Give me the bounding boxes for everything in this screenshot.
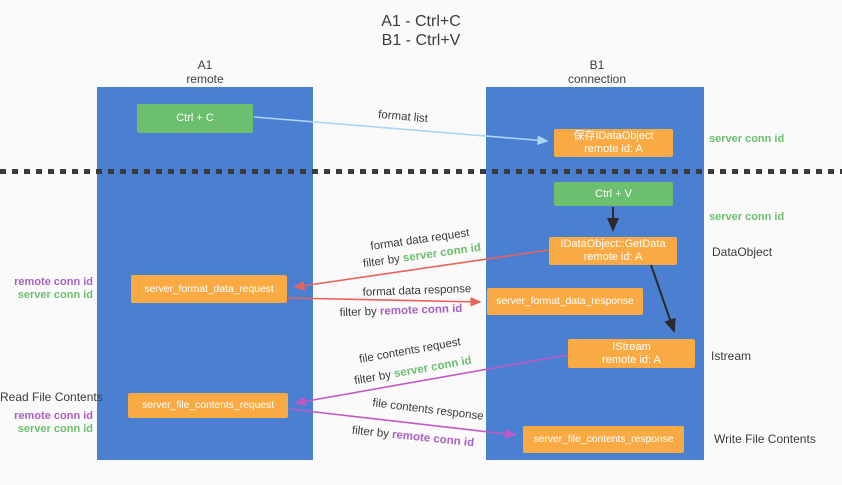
- label-format-list: format list: [378, 109, 429, 125]
- label-filter-remote-conn-1: filter by remote conn id: [339, 303, 462, 319]
- node-save-idataobject-line2: remote id: A: [584, 143, 643, 155]
- filter-key-server-2: server conn id: [393, 354, 473, 381]
- lane-b1-role: connection: [567, 72, 627, 86]
- left-bottom-server-conn-id: server conn id: [17, 423, 93, 435]
- node-server-format-data-request-label: server_format_data_request: [144, 282, 274, 295]
- lane-a1-name: A1: [197, 58, 213, 72]
- node-ctrl-v: Ctrl + V: [554, 182, 673, 206]
- node-server-file-contents-response: server_file_contents_response: [523, 426, 684, 453]
- node-idataobject-getdata-line2: remote id: A: [583, 251, 643, 263]
- node-ctrl-c-label: Ctrl + C: [176, 112, 214, 124]
- lane-a1-role: remote: [186, 72, 224, 86]
- arrow-format-data-response: [287, 297, 482, 307]
- node-idataobject-getdata-line1: IDataObject::GetData: [560, 238, 666, 250]
- write-file-contents-label: Write File Contents: [714, 432, 816, 446]
- filter-prefix-4: filter by: [351, 424, 393, 441]
- left-mid-server-conn-id: server conn id: [17, 289, 93, 301]
- filter-key-remote-1: remote conn id: [379, 302, 463, 318]
- istream-label: Istream: [711, 349, 752, 363]
- filter-key-remote-2: remote conn id: [391, 428, 475, 450]
- title-line-1: A1 - Ctrl+C: [381, 13, 461, 30]
- left-mid-remote-conn-id: remote conn id: [14, 276, 93, 288]
- lane-b1-name: B1: [589, 58, 605, 72]
- label-file-contents-response-text: file contents response: [371, 397, 485, 423]
- left-bottom-conn-ids: remote conn id server conn id: [0, 410, 93, 436]
- filter-prefix-3: filter by: [353, 368, 396, 388]
- label-format-data-response-text: format data response: [362, 283, 472, 299]
- read-file-contents-label: Read File Contents: [0, 390, 103, 404]
- filter-prefix-2: filter by: [339, 305, 381, 320]
- node-server-file-contents-request-label: server_file_contents_request: [141, 399, 275, 411]
- node-server-file-contents-request: server_file_contents_request: [128, 393, 288, 418]
- label-format-data-response: format data response: [362, 283, 471, 299]
- node-istream-line1: IStream: [612, 340, 651, 353]
- title-line-2: B1 - Ctrl+V: [381, 32, 461, 49]
- lane-header-a1: A1 remote: [145, 58, 265, 86]
- node-istream: IStream remote id: A: [568, 339, 695, 368]
- node-server-file-contents-response-label: server_file_contents_response: [533, 433, 674, 445]
- lane-header-b1: B1 connection: [537, 58, 657, 86]
- label-filter-remote-conn-2: filter by remote conn id: [351, 425, 474, 450]
- dataobject-label: DataObject: [712, 245, 773, 259]
- left-bottom-remote-conn-id: remote conn id: [14, 410, 93, 422]
- right-server-conn-id-ctrlv: server conn id: [709, 211, 785, 223]
- node-istream-line2: remote id: A: [602, 353, 661, 366]
- right-server-conn-id-top: server conn id: [709, 133, 785, 145]
- node-server-format-data-response: server_format_data_response: [487, 288, 643, 315]
- left-mid-conn-ids: remote conn id server conn id: [0, 276, 93, 302]
- label-file-contents-response: file contents response: [372, 397, 485, 423]
- node-idataobject-getdata: IDataObject::GetData remote id: A: [549, 237, 677, 265]
- label-format-list-text: format list: [377, 108, 429, 126]
- node-ctrl-v-label: Ctrl + V: [595, 187, 632, 200]
- node-save-idataobject: 保存IDataObject remote id: A: [554, 129, 673, 157]
- node-save-idataobject-line1: 保存IDataObject: [573, 130, 654, 142]
- node-ctrl-c: Ctrl + C: [137, 104, 253, 133]
- diagram-title: A1 - Ctrl+C B1 - Ctrl+V: [321, 12, 521, 50]
- filter-prefix-1: filter by: [362, 252, 404, 271]
- node-server-format-data-request: server_format_data_request: [131, 275, 287, 303]
- copy-paste-separator-line: [0, 169, 842, 174]
- node-server-format-data-response-label: server_format_data_response: [496, 295, 634, 307]
